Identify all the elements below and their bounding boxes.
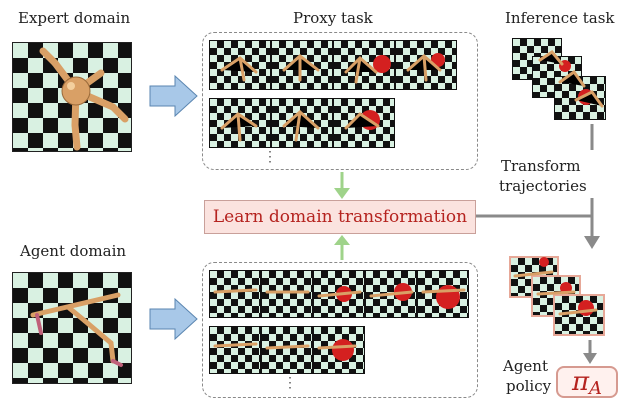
agent-frame [261, 326, 313, 374]
small-robot-icons [213, 50, 604, 350]
transformed-frame [553, 294, 605, 336]
agent-policy-label-1: Agent [503, 357, 548, 375]
agent-frame [209, 326, 261, 374]
ant-robot-icon [39, 47, 129, 151]
agent-domain-label: Agent domain [20, 242, 127, 260]
agent-frame [209, 270, 261, 318]
agent-to-proxy-arrow-icon [149, 297, 198, 341]
transform-trajectories-label-1: Transform [501, 157, 581, 175]
agent-frame [261, 270, 313, 318]
proxy-task-label: Proxy task [293, 9, 373, 27]
expert-to-proxy-arrow-icon [149, 74, 198, 118]
agent-domain-panel [12, 272, 132, 384]
gray-arrow-down-icon [584, 236, 600, 249]
agent-policy-label-2: policy [506, 377, 552, 395]
agent-frame [365, 270, 417, 318]
expert-more-ellipsis: ⋮ [263, 149, 277, 165]
inference-task-label: Inference task [505, 9, 615, 27]
four-leg-robot-icon [30, 292, 123, 367]
expert-proxy-task-box [202, 32, 478, 170]
expert-domain-label: Expert domain [18, 9, 131, 27]
policy-subscript: A [589, 377, 603, 399]
expert-domain-panel [12, 42, 132, 152]
learn-domain-transformation-box: Learn domain transformation [204, 200, 476, 234]
gray-arrow-down-icon [583, 353, 597, 364]
policy-symbol: π [571, 367, 590, 397]
agent-more-ellipsis: ⋮ [283, 375, 297, 391]
transform-trajectories-label-2: trajectories [499, 177, 587, 195]
